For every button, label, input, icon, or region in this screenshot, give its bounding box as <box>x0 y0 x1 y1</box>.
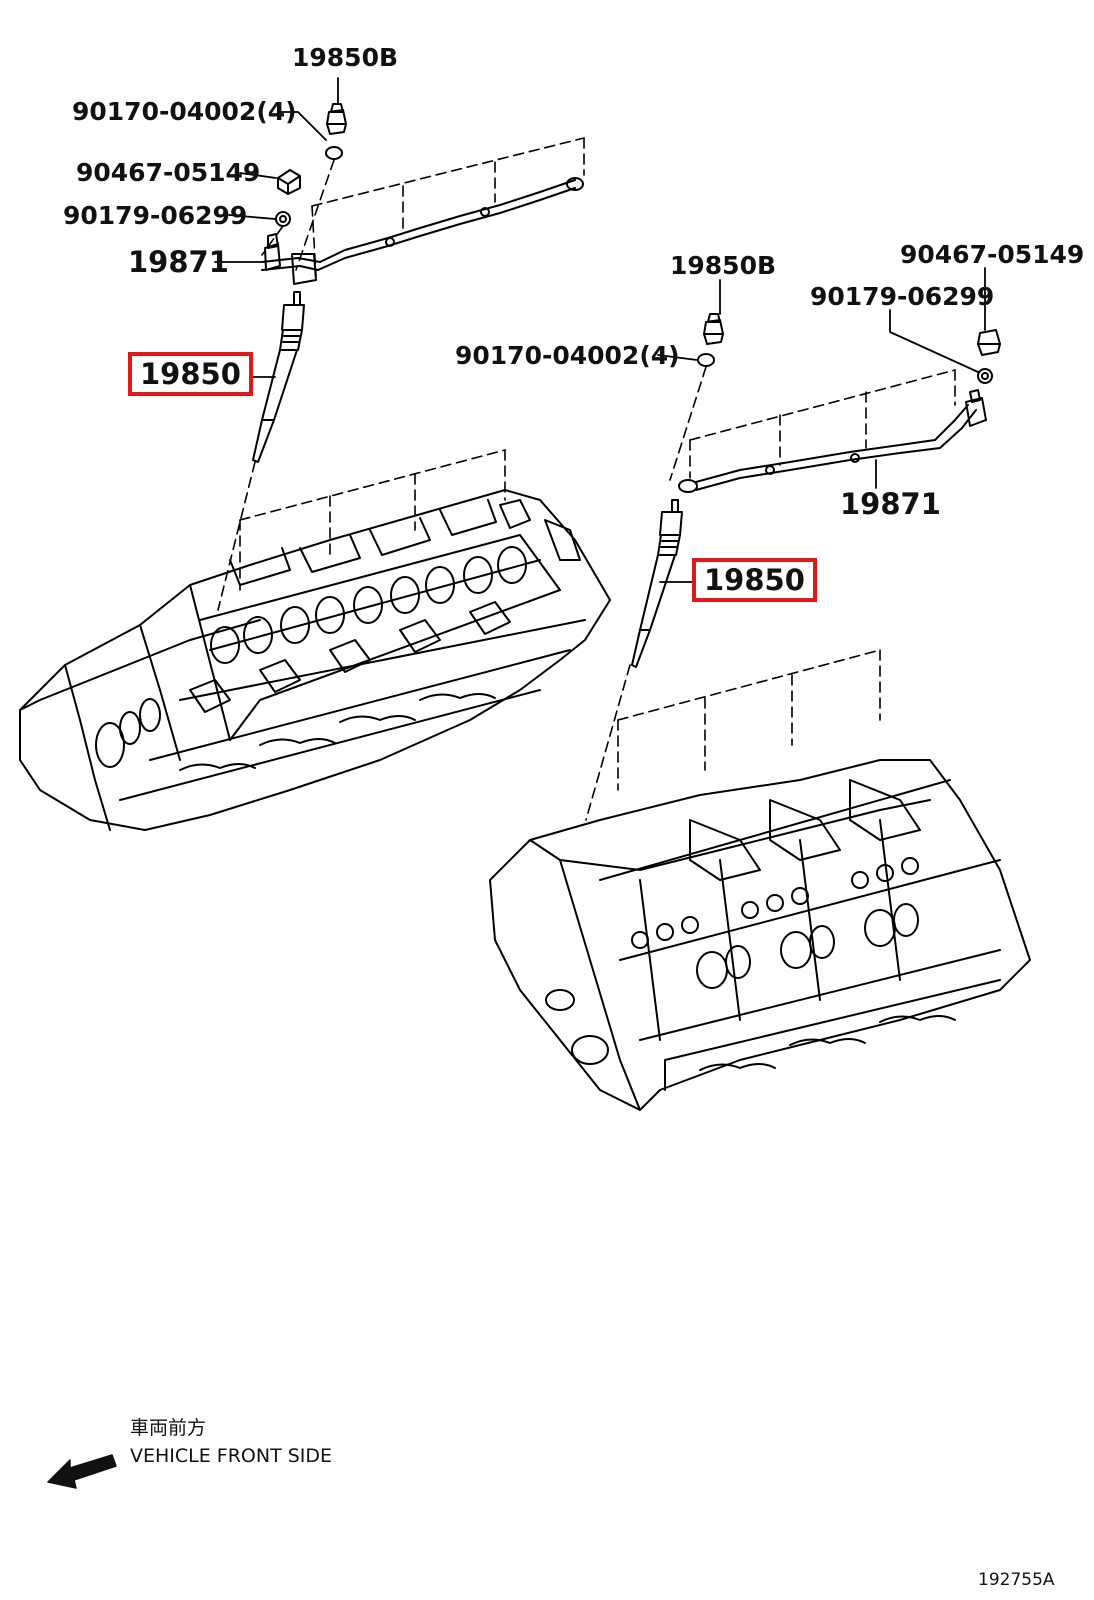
left-glow-plug-icon <box>252 291 305 463</box>
label-left-nut-4: 90170-04002(4) <box>72 97 297 126</box>
left-clamp-bolt-icon <box>326 103 347 135</box>
left-washer-icon <box>275 211 291 227</box>
right-glow-plug-wire-icon <box>678 389 987 493</box>
left-glow-plug-wire-icon <box>261 177 584 285</box>
label-right-nut: 90467-05149 <box>900 240 1085 269</box>
label-right-clamp-bolt: 19850B <box>670 251 777 280</box>
label-left-washer: 90179-06299 <box>63 201 248 230</box>
vehicle-front-english: VEHICLE FRONT SIDE <box>130 1445 333 1467</box>
label-right-washer: 90179-06299 <box>810 282 995 311</box>
left-nut-icon <box>277 169 301 195</box>
vehicle-front-japanese: 車両前方 <box>130 1417 207 1439</box>
vehicle-front-arrow-icon <box>47 1454 117 1489</box>
right-nut-icon <box>977 329 1001 356</box>
label-right-wire: 19871 <box>840 487 941 521</box>
right-cylinder-head-icon <box>489 759 1031 1111</box>
label-left-nut: 90467-05149 <box>76 158 261 187</box>
right-clamp-bolt-icon <box>703 313 724 345</box>
right-washer-icon <box>977 368 993 384</box>
figure-number: 192755A <box>978 1570 1055 1590</box>
left-cylinder-head-icon <box>19 489 611 831</box>
label-left-wire: 19871 <box>128 245 229 279</box>
label-right-glow-plug: 19850 <box>692 558 817 602</box>
label-right-nut-4: 90170-04002(4) <box>455 341 680 370</box>
right-glow-plug-icon <box>631 499 683 668</box>
left-nut-4-icon <box>325 146 343 160</box>
label-left-glow-plug: 19850 <box>128 352 253 396</box>
label-left-clamp-bolt: 19850B <box>292 43 399 72</box>
right-nut-4-icon <box>697 353 715 367</box>
